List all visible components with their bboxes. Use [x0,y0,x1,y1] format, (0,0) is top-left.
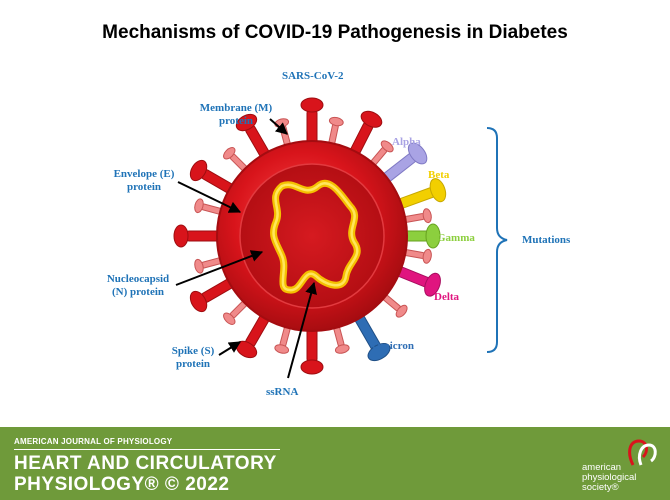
journal-divider [14,449,280,450]
variant-delta-label: Delta [434,291,460,303]
journal-title-line2: PHYSIOLOGY® © 2022 [14,474,230,495]
variant-spikes [354,142,447,362]
nucleocapsid-protein-label: Nucleocapsid (N) protein [106,273,170,298]
aps-line-2: physiological [582,472,637,483]
virus-name-label: SARS-CoV-2 [282,70,344,82]
membrane-protein-label: Membrane (M) protein [199,102,273,127]
aps-logo-icon [628,439,657,466]
aps-line-3: society® [582,482,619,493]
ssrna-label: ssRNA [266,386,299,398]
mutations-label: Mutations [522,234,571,246]
aps-publisher-text: american physiological society® [582,463,636,493]
journal-footer: AMERICAN JOURNAL OF PHYSIOLOGY HEART AND… [0,427,670,500]
journal-subtitle: AMERICAN JOURNAL OF PHYSIOLOGY [14,437,173,446]
virus-diagram [173,97,508,379]
membrane-proteins [194,116,432,354]
spike-arrow [218,341,242,356]
aps-line-1: american [582,462,622,473]
variant-omicron-label: Omicron [372,340,414,352]
spike-protein-label: Spike (S) protein [171,345,215,370]
membrane-arrow [269,118,288,135]
envelope-protein-label: Envelope (E) protein [113,168,175,193]
variant-alpha-label: Alpha [392,136,421,148]
annotation-arrows [175,118,317,379]
mutations-brace [486,127,508,353]
figure-title: Mechanisms of COVID-19 Pathogenesis in D… [102,22,568,43]
ssrna-arrow [287,281,317,379]
variant-gamma-label: Gamma [437,232,475,244]
nucleocapsid-arrow [175,250,264,286]
envelope-arrow [177,181,242,213]
viral-core [239,163,385,309]
variant-beta-label: Beta [428,169,450,181]
journal-title-line1: HEART AND CIRCULATORY [14,453,277,474]
